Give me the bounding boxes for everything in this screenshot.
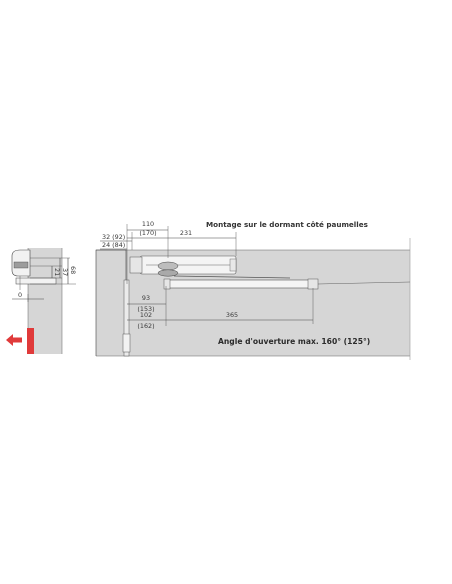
opening-angle-note: Angle d'ouverture max. 160° (125°) [218, 337, 370, 346]
main-view: 110 (170) 231 32 (92) 24 (84) 93 (153) 1… [95, 220, 411, 360]
red-arrow-left-icon [6, 334, 22, 346]
side-view: 37 68 21 0 [6, 248, 77, 354]
side-dim-37: 37 [61, 268, 69, 276]
closer-pinion-lower [157, 269, 179, 277]
side-rail [15, 277, 57, 285]
hinge [122, 333, 131, 353]
dim-365: 365 [226, 311, 238, 319]
side-dim-68: 68 [69, 266, 77, 274]
dim-170: (170) [139, 229, 156, 237]
dim-102: 102 [140, 311, 152, 319]
door-leaf-edge [123, 279, 130, 357]
rail-end-cap [307, 278, 319, 290]
rail-start-cap [163, 278, 171, 290]
dim-32: 32 (92) [102, 233, 125, 241]
door-leaf-accent [27, 328, 34, 354]
dim-153: (153) [137, 305, 154, 313]
closer-pinion [157, 261, 179, 271]
side-dim-21: 21 [53, 268, 61, 276]
dim-110: 110 [142, 220, 154, 228]
closer-arm [173, 275, 291, 279]
mounting-title: Montage sur le dormant côté paumelles [206, 220, 368, 229]
dim-24: 24 (84) [102, 241, 125, 249]
closer-mount-plate [129, 256, 143, 274]
slide-rail [165, 279, 317, 289]
dim-231: 231 [180, 229, 192, 237]
side-dim-0: 0 [18, 291, 22, 299]
dim-162: (162) [137, 322, 154, 330]
dim-93: 93 [142, 294, 150, 302]
